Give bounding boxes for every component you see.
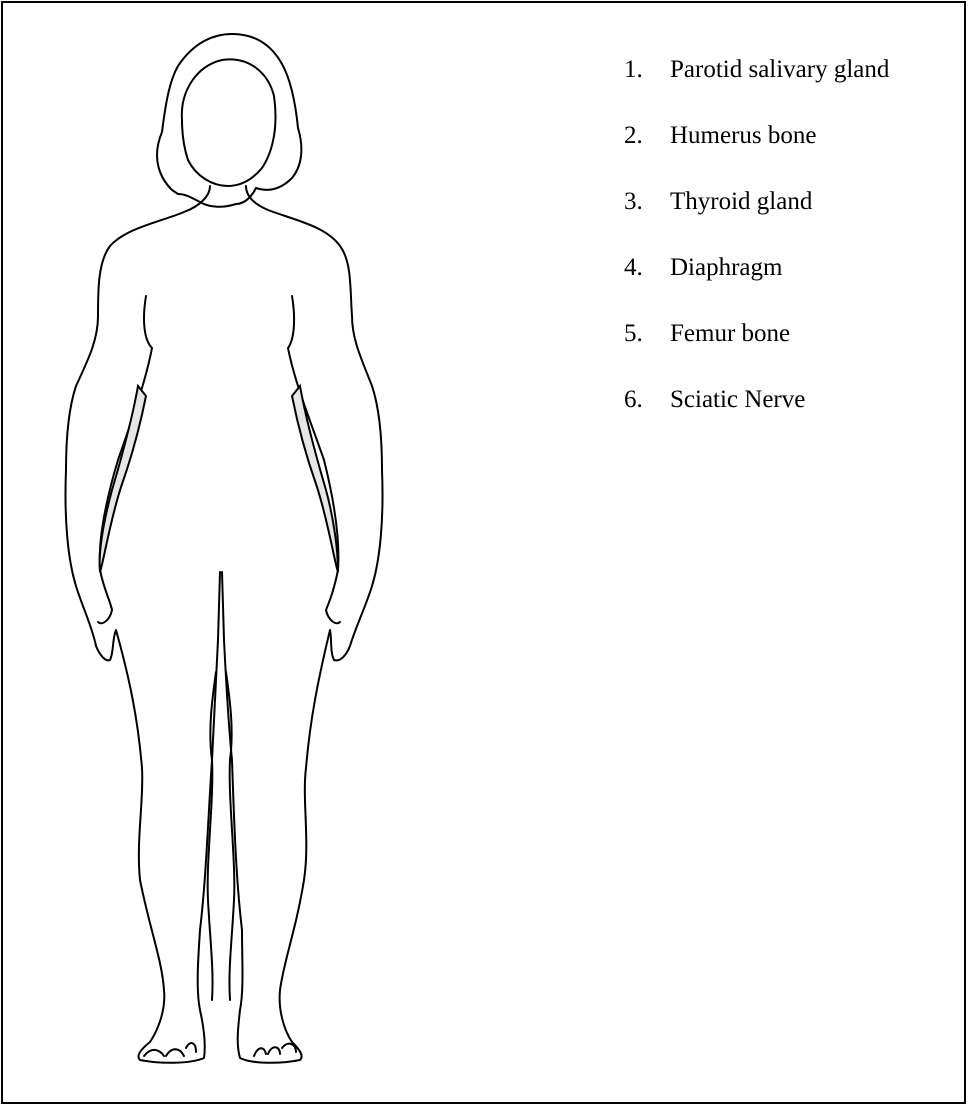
- label-item-1: 1. Parotid salivary gland: [624, 56, 889, 122]
- label-number: 1.: [624, 56, 670, 84]
- left-shaded-region: [100, 386, 146, 572]
- label-text: Thyroid gland: [670, 188, 812, 216]
- right-shaded-region: [292, 386, 338, 572]
- label-number: 5.: [624, 320, 670, 348]
- label-number: 6.: [624, 386, 670, 414]
- body-right-outline: [222, 186, 383, 1063]
- body-left-outline: [65, 186, 220, 1063]
- label-text: Sciatic Nerve: [670, 386, 805, 414]
- label-number: 4.: [624, 254, 670, 282]
- label-text: Humerus bone: [670, 122, 817, 150]
- label-text: Diaphragm: [670, 254, 782, 282]
- left-toes: [144, 1043, 196, 1056]
- right-inner-leg: [226, 672, 234, 1000]
- label-item-3: 3. Thyroid gland: [624, 188, 889, 254]
- label-text: Parotid salivary gland: [670, 56, 889, 84]
- label-text: Femur bone: [670, 320, 790, 348]
- label-item-6: 6. Sciatic Nerve: [624, 386, 889, 452]
- label-item-5: 5. Femur bone: [624, 320, 889, 386]
- label-item-4: 4. Diaphragm: [624, 254, 889, 320]
- face-outline: [182, 59, 276, 186]
- label-number: 3.: [624, 188, 670, 216]
- label-item-2: 2. Humerus bone: [624, 122, 889, 188]
- label-list: 1. Parotid salivary gland 2. Humerus bon…: [624, 56, 889, 452]
- label-number: 2.: [624, 122, 670, 150]
- right-toes: [254, 1044, 296, 1056]
